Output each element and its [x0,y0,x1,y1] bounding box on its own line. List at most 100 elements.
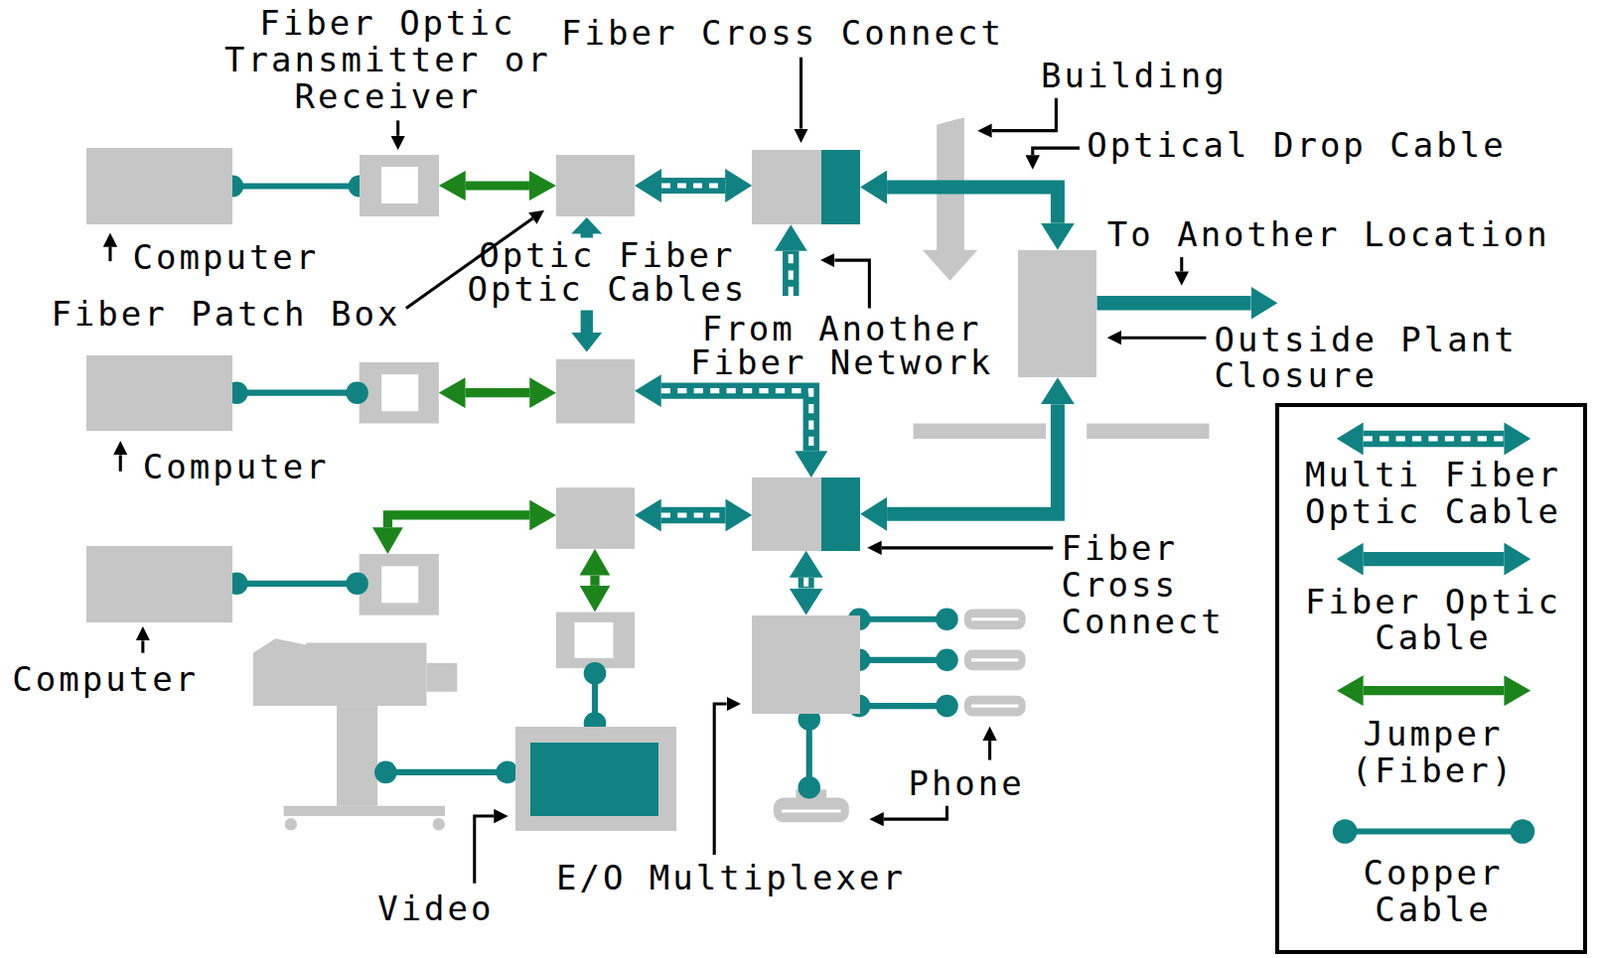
leader-line [1121,336,1206,340]
callout-label: Optic Fiber Optic Cables [453,238,760,306]
camera [426,663,457,693]
multi-fiber-cable [782,251,799,296]
copper-cable [374,761,398,785]
building-wall [922,117,978,281]
legend-sample [1510,819,1536,845]
camera [285,818,297,831]
cable-connector [886,187,1058,224]
computer-box: Computer [86,355,233,432]
leader-line [834,260,870,308]
callout-label: Computer [143,448,347,486]
cable-connector [221,174,370,197]
callout-label: Fiber Cross Connect [1061,530,1266,640]
camera [336,706,378,807]
phone-handset-line [971,658,1019,662]
copper-cable [345,573,369,596]
transceiver-window [381,566,419,603]
fiber-cable [571,309,602,352]
computer-box: Computer [86,147,233,225]
callout-label: Computer [133,239,337,277]
video-monitor: Video [515,727,677,833]
copper-cable [935,649,959,673]
phone-handset [964,696,1026,718]
callout-label: Phone [907,765,1041,803]
copper-cable [232,390,359,397]
legend-sample [1344,828,1523,835]
callout-label: To Another Location [1107,216,1588,254]
cable-path [798,578,815,589]
phone-handset-line [781,809,842,813]
transceiver-window [381,374,419,412]
cable-path [661,177,726,194]
legend-sample [1332,819,1535,845]
copper-cable [797,776,821,800]
closure-box: Outside Plant Closure [1018,250,1097,378]
phone-handset [964,650,1026,672]
callout-label: E/O Multiplexer [556,860,944,897]
leader-line [141,640,145,653]
cable-fiber-dots [803,578,809,589]
copper-cable [935,607,959,631]
leader-line [988,740,992,761]
legend-sample [1363,552,1505,567]
cable-connector [661,184,726,186]
cable-connector [886,404,1058,515]
building-wall [913,117,1210,439]
fiber-jumper [465,388,531,398]
callout-label: Outside Plant Closure [1214,321,1542,395]
copper-cable [860,703,949,710]
copper-cable [232,581,359,587]
equipment-box [359,359,635,669]
copper-cable [860,616,949,623]
leader-line [1032,147,1080,155]
multiplexer-box: E/O Multiplexer [751,615,861,716]
copper-cable [583,662,607,686]
legend-label: Jumper (Fiber) [1298,716,1569,789]
leader-line [881,546,1054,550]
leader-line [474,816,495,884]
equipment-box [556,612,635,670]
patch-box: Fiber Patch Box [556,154,635,217]
camera [253,638,457,831]
legend-label: Copper Cable [1298,855,1569,928]
multi-fiber-cable [661,507,727,524]
leader-line [992,98,1057,132]
callout-label: Fiber Optic Transmitter or Receiver [214,4,562,115]
leader-line [799,57,803,130]
cable-path [232,182,359,189]
camera [284,806,445,817]
transceiver-window [574,622,613,659]
camera [433,818,445,831]
callout-label: Fiber Cross Connect [561,14,1041,52]
leader-line [110,57,1206,884]
legend-sample [1363,431,1505,447]
multi-fiber-cable [661,512,727,518]
callout-label: Computer [11,661,216,699]
cable-path [886,404,1058,515]
legend-sample [1332,819,1358,845]
cable-fiber-dots [661,182,726,188]
callout-label: Video [377,890,511,928]
callout-label: Optical Drop Cable [1086,127,1567,164]
legend-box: Multi Fiber Optic CableFiber Optic Cable… [1275,403,1587,955]
multi-fiber-cable [788,251,794,296]
fiber-cable [571,217,602,239]
leader-line [883,806,948,820]
legend-sample [1363,436,1505,441]
transceiver-window [381,374,613,659]
transceiver-box: Fiber Optic Transmitter or Receiver [359,154,439,217]
fiber-cable [1096,295,1251,310]
equipment-box [359,362,439,425]
cross-connect-box: Fiber Cross Connect [751,149,861,225]
fiber-jumper [387,515,530,528]
callout-label: From Another Fiber Network [683,311,1001,380]
video-monitor-window [530,742,658,817]
cable-path [886,187,1058,224]
leader-line [108,247,112,262]
legend-sample [1363,686,1505,696]
cable-connector [805,578,807,589]
phone-handset [964,608,1026,630]
phone-handset [773,798,850,824]
equipment-box [556,359,635,425]
equipment-box [359,554,439,616]
